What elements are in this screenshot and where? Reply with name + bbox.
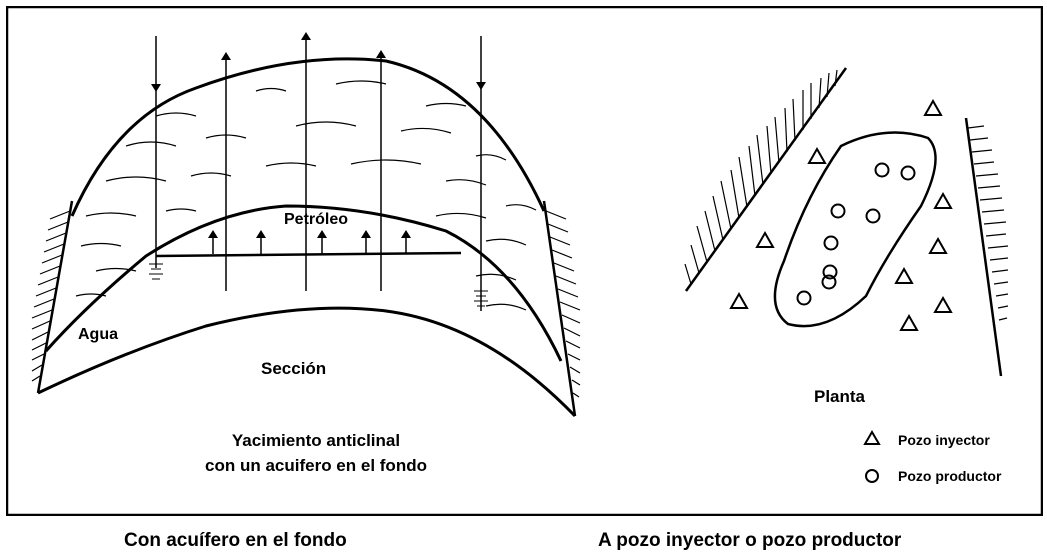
left-wall-hatch — [31, 200, 74, 394]
plan-right-boundary — [964, 117, 1009, 377]
wells-section — [151, 32, 486, 311]
section-title-line1: Yacimiento anticlinal — [232, 431, 400, 450]
reservoir-boundary — [44, 204, 563, 362]
injection-marks — [149, 263, 488, 307]
base-boundary — [37, 306, 577, 418]
caption-left: Con acuífero en el fondo — [124, 530, 347, 551]
label-plan: Planta — [814, 387, 866, 406]
plan-view: Planta Pozo inyector Pozo productor — [684, 67, 1009, 484]
oil-zone-outline — [773, 131, 937, 328]
label-oil: Petróleo — [284, 211, 348, 228]
legend-circle-icon — [865, 469, 879, 483]
caption-right: A pozo inyector o pozo productor — [598, 530, 902, 551]
oil-flow-arrows — [208, 230, 411, 254]
plan-left-boundary — [684, 67, 848, 292]
figure-frame: Petróleo Agua Sección Yacimiento anticli… — [5, 5, 1044, 517]
legend-label-producer: Pozo productor — [898, 468, 1002, 484]
section-title-line2: con un acuifero en el fondo — [205, 456, 427, 475]
injector-wells — [729, 98, 953, 331]
dome-top-boundary — [70, 57, 546, 217]
figure-border — [5, 5, 1044, 517]
legend-label-injector: Pozo inyector — [898, 432, 990, 448]
legend: Pozo inyector Pozo productor — [863, 430, 1002, 484]
oil-water-contact — [155, 251, 462, 258]
label-section: Sección — [261, 359, 326, 378]
producer-wells — [796, 162, 916, 306]
label-water: Agua — [78, 326, 118, 343]
anticline-section: Petróleo Agua Sección Yacimiento anticli… — [31, 32, 581, 475]
right-wall-hatch — [542, 200, 581, 417]
figure-svg: Petróleo Agua Sección Yacimiento anticli… — [5, 5, 1044, 517]
strata-lines — [75, 80, 537, 311]
legend-triangle-icon — [863, 430, 881, 445]
